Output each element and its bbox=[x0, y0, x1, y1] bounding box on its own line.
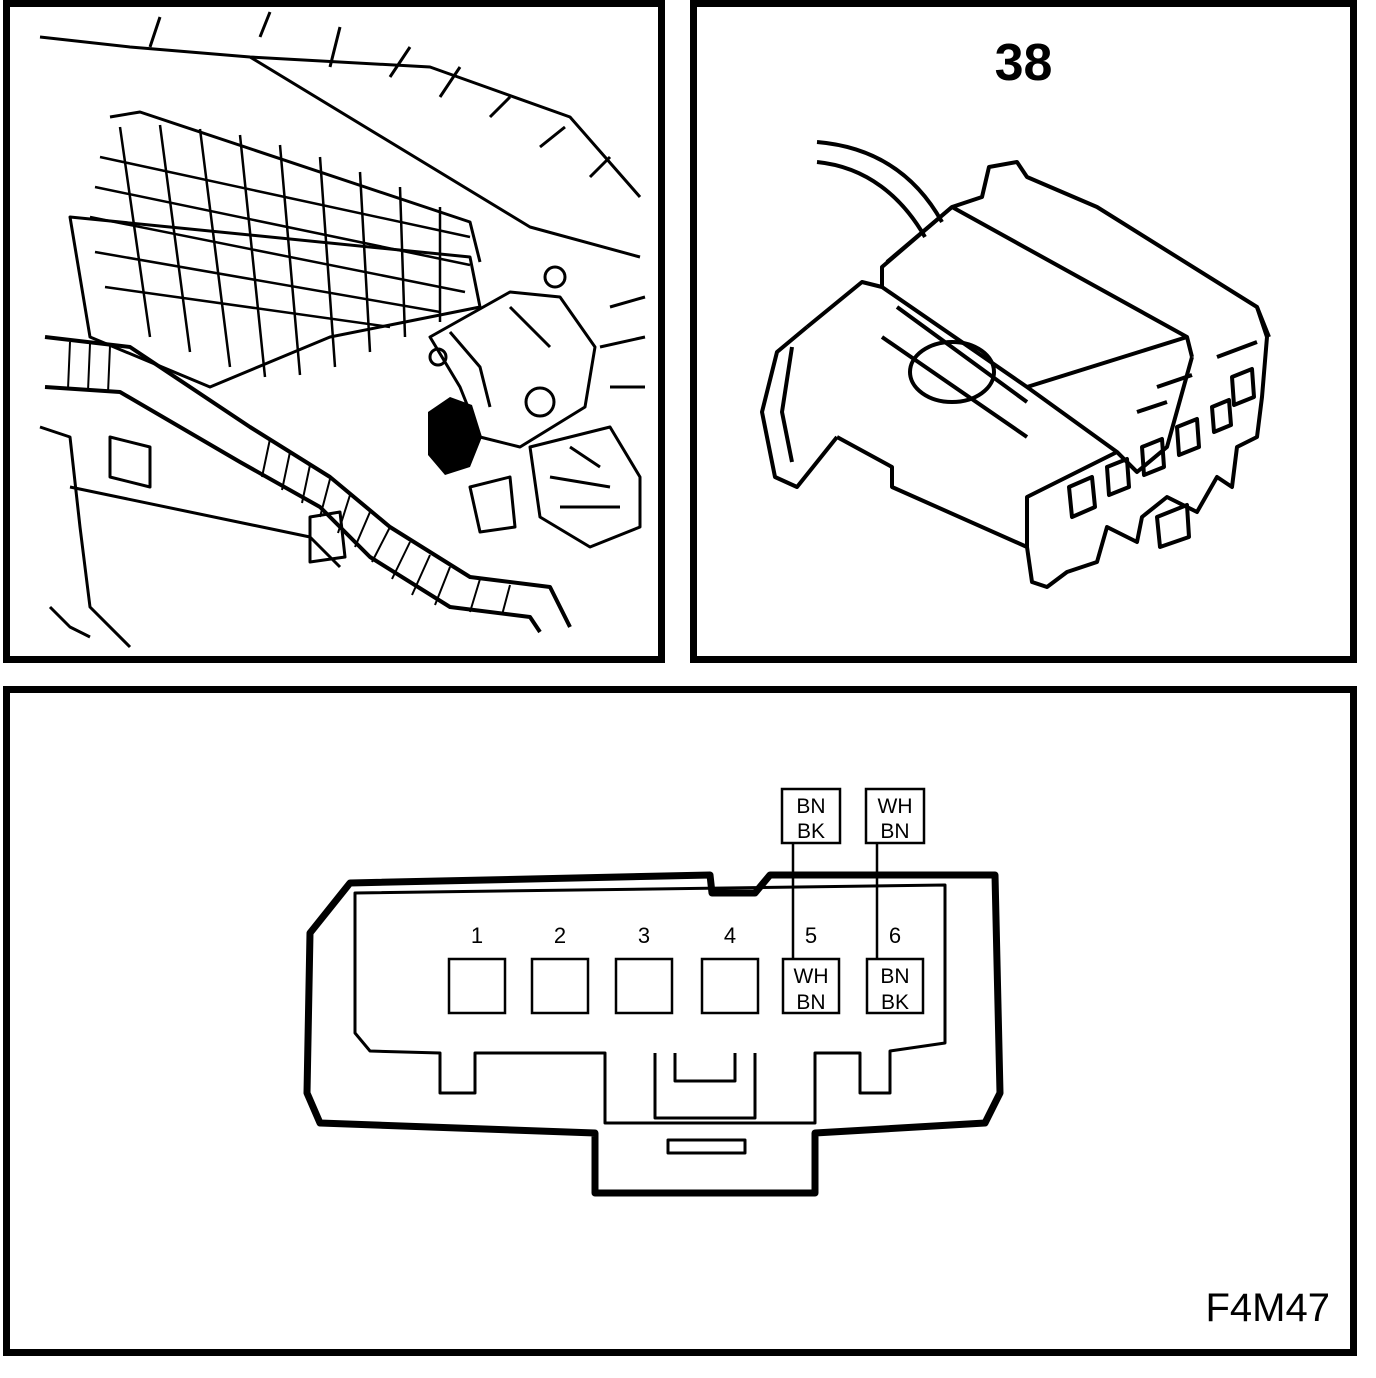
connector-number: 38 bbox=[994, 34, 1053, 92]
pin-number: 5 bbox=[805, 923, 817, 948]
wire-callout-box bbox=[864, 787, 926, 845]
wire-callout-color-1: WH bbox=[878, 795, 913, 818]
pin-2: 2 bbox=[530, 923, 590, 1015]
hvac-housing-illustration bbox=[39, 11, 646, 649]
pin-wire-color-2: BK bbox=[881, 991, 909, 1014]
pin-cavity bbox=[614, 957, 674, 1015]
pin-4: 4 bbox=[700, 923, 760, 1015]
pin-cavity bbox=[447, 957, 507, 1015]
connector-illustration bbox=[760, 140, 1271, 589]
wire-callout-color-1: BN bbox=[796, 795, 825, 818]
pin-1: 1 bbox=[447, 923, 507, 1015]
wire-callout-box bbox=[780, 787, 842, 845]
wire-callout-color-2: BK bbox=[797, 820, 825, 843]
pin-3: 3 bbox=[614, 923, 674, 1015]
pin-number: 1 bbox=[471, 923, 483, 948]
pin-5: 5WH BN bbox=[781, 923, 841, 1015]
pin-number: 2 bbox=[554, 923, 566, 948]
component-location-panel bbox=[3, 0, 665, 663]
pin-number: 6 bbox=[889, 923, 901, 948]
connector-inner-face bbox=[353, 883, 947, 1125]
wire-callout-color-2: BN bbox=[880, 820, 909, 843]
pin-wire-color-2: BN bbox=[796, 991, 825, 1014]
pin-number: 3 bbox=[638, 923, 650, 948]
pin-cavity bbox=[700, 957, 760, 1015]
pin-cavity bbox=[781, 957, 841, 1015]
pin-6: 6BN BK bbox=[865, 923, 925, 1015]
pin-cavity bbox=[865, 957, 925, 1015]
figure-reference-code: F4M47 bbox=[1205, 1286, 1331, 1330]
connector-outer-shell bbox=[303, 871, 1004, 1197]
pin-number: 4 bbox=[724, 923, 736, 948]
pin-cavity bbox=[530, 957, 590, 1015]
connector-view-panel: 38 bbox=[690, 0, 1357, 663]
pin-wire-color-1: WH bbox=[794, 965, 829, 988]
pin-wire-color-1: BN bbox=[880, 965, 909, 988]
